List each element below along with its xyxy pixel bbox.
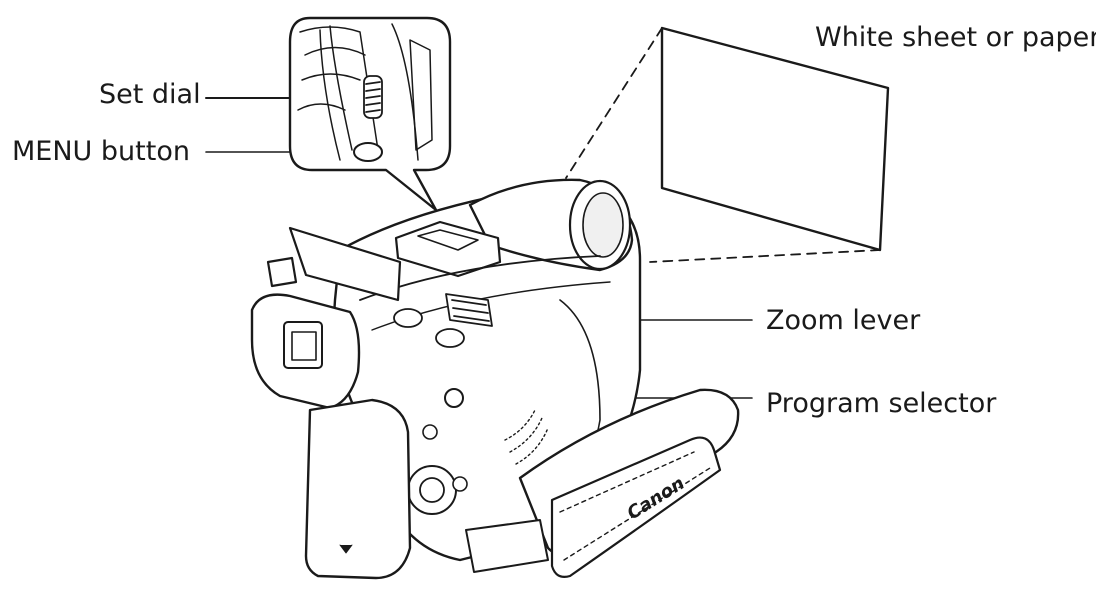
set-dial-icon (363, 75, 383, 119)
zoom-lever-icon (445, 293, 493, 327)
set-dial-label: Set dial (99, 79, 201, 110)
white-sheet-label: White sheet or paper (815, 22, 1096, 53)
program-selector-icon (444, 388, 464, 408)
viewfinder (250, 226, 412, 580)
sight-line-top (565, 27, 663, 179)
zoom-lever-label: Zoom lever (766, 305, 921, 336)
menu-button-label: MENU button (12, 136, 190, 167)
sight-line-bottom (649, 249, 881, 263)
hand-strap (465, 388, 740, 578)
program-selector-label: Program selector (766, 388, 997, 419)
inset-camera-closeup (297, 23, 433, 161)
white-sheet (660, 26, 890, 252)
menu-button-icon (353, 142, 383, 162)
